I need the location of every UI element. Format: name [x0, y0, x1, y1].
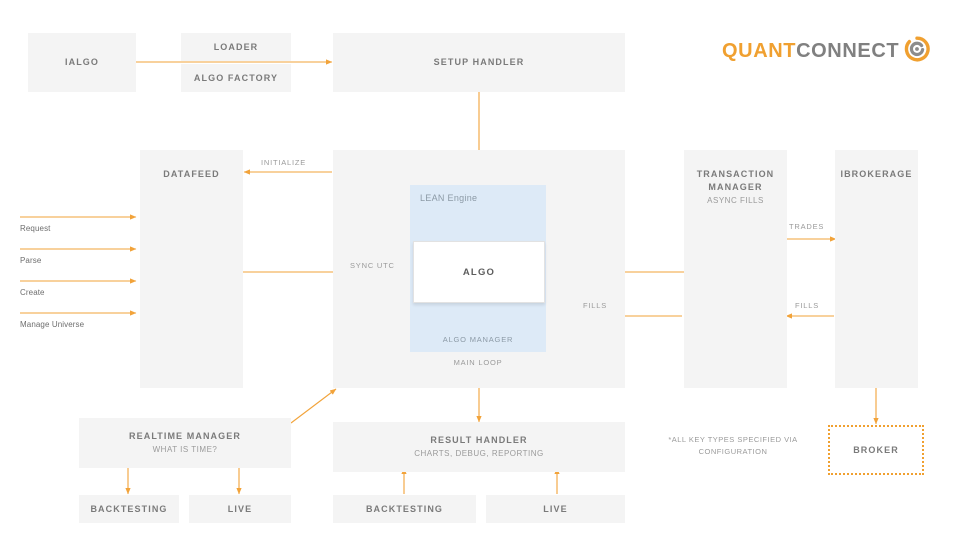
block-algo-factory-title: ALGO FACTORY	[193, 72, 279, 83]
block-broker[interactable]: BROKER	[828, 425, 924, 475]
main-loop-label: MAIN LOOP	[453, 358, 503, 367]
logo-word-quant: QUANT	[722, 40, 797, 62]
block-broker-title: BROKER	[853, 444, 899, 455]
datafeed-op-label: Parse	[20, 256, 42, 265]
block-result-handler-subtitle: CHARTS, DEBUG, REPORTING	[414, 449, 544, 458]
block-transaction-manager[interactable]: TRANSACTION MANAGER ASYNC FILLS	[684, 150, 787, 388]
label-fills-middle: FILLS	[583, 301, 608, 310]
block-loader-title: LOADER	[213, 41, 259, 52]
block-realtime-manager-title: REALTIME MANAGER	[129, 431, 241, 441]
logo-mark-icon	[904, 36, 930, 67]
block-realtime-live[interactable]: LIVE	[189, 495, 291, 523]
block-loader[interactable]: LOADER	[181, 33, 291, 61]
block-ibrokerage-title: IBROKERAGE	[840, 169, 913, 179]
block-datafeed-title: DATAFEED	[163, 169, 220, 179]
label-sync-utc: SYNC UTC	[350, 261, 395, 270]
block-ialgo[interactable]: IALGO	[28, 33, 136, 92]
label-fills-right: FILLS	[795, 301, 820, 310]
configuration-footnote: *ALL KEY TYPES SPECIFIED VIA CONFIGURATI…	[668, 435, 798, 456]
block-algo-card[interactable]: ALGO	[413, 241, 545, 303]
block-transaction-manager-subtitle: ASYNC FILLS	[707, 196, 764, 205]
block-transaction-manager-title: TRANSACTION MANAGER	[696, 169, 775, 192]
block-ibrokerage[interactable]: IBROKERAGE	[835, 150, 918, 388]
datafeed-op-label: Request	[20, 224, 51, 233]
algo-manager-label: ALGO MANAGER	[442, 335, 514, 344]
logo-word-connect: CONNECT	[796, 40, 900, 62]
block-algo-factory[interactable]: ALGO FACTORY	[181, 64, 291, 92]
block-result-handler[interactable]: RESULT HANDLER CHARTS, DEBUG, REPORTING	[333, 422, 625, 472]
block-algo-card-title: ALGO	[462, 266, 496, 278]
block-ialgo-title: IALGO	[65, 57, 99, 67]
block-datafeed[interactable]: DATAFEED	[140, 150, 243, 388]
block-result-backtesting-title: BACKTESTING	[365, 503, 444, 514]
block-result-live[interactable]: LIVE	[486, 495, 625, 523]
block-result-backtesting[interactable]: BACKTESTING	[333, 495, 476, 523]
label-trades: TRADES	[789, 222, 825, 231]
block-realtime-manager[interactable]: REALTIME MANAGER WHAT IS TIME?	[79, 418, 291, 468]
lean-engine-label: LEAN Engine	[420, 193, 478, 203]
block-setup-handler[interactable]: SETUP HANDLER	[333, 33, 625, 92]
block-setup-handler-title: SETUP HANDLER	[433, 57, 525, 67]
block-realtime-manager-subtitle: WHAT IS TIME?	[152, 445, 218, 454]
block-result-live-title: LIVE	[543, 503, 568, 514]
block-result-handler-title: RESULT HANDLER	[430, 435, 528, 445]
datafeed-op-label: Manage Universe	[20, 320, 85, 329]
datafeed-op-label: Create	[20, 288, 45, 297]
block-realtime-backtesting-title: BACKTESTING	[90, 503, 168, 514]
arrow-realtime-to-engine	[290, 388, 337, 424]
block-realtime-backtesting[interactable]: BACKTESTING	[79, 495, 179, 523]
block-realtime-live-title: LIVE	[227, 503, 253, 514]
label-initialize: INITIALIZE	[261, 158, 307, 167]
